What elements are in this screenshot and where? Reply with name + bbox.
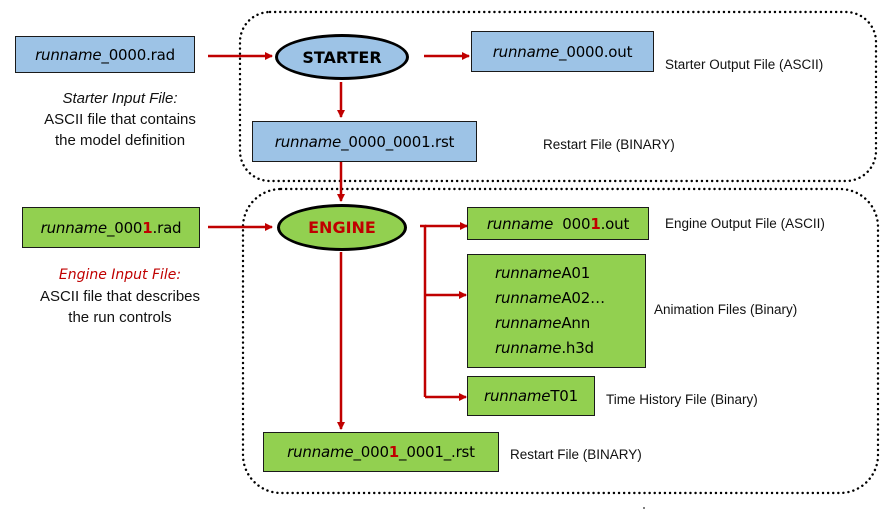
filename-base: runname <box>486 214 554 233</box>
starter-group-border <box>238 10 878 183</box>
filename-base: runname <box>35 45 102 64</box>
starter-process-node: STARTER <box>275 34 409 80</box>
engine-output-label: Engine Output File (ASCII) <box>665 216 825 231</box>
filename-base: runname <box>40 218 108 237</box>
filename-base: runname <box>492 42 560 61</box>
animation-file-item: runname.h3d <box>495 339 594 357</box>
filename-suffix-post: .rad <box>152 218 182 237</box>
filename-suffix-pre: 000 <box>553 214 591 233</box>
engine-input-title: Engine Input File: <box>58 267 182 283</box>
starter-input-description: Starter Input File: ASCII file that cont… <box>20 88 220 151</box>
starter-input-line2: the model definition <box>54 132 186 149</box>
filename-suffix-post: .out <box>600 214 630 233</box>
time-history-label: Time History File (Binary) <box>606 392 758 407</box>
engine-restart-label: Restart File (BINARY) <box>510 447 642 462</box>
starter-input-file: runname_0000.rad <box>15 36 195 73</box>
highlight-digit: 1 <box>388 443 400 461</box>
filename-base: runname <box>484 387 551 405</box>
engine-input-description: Engine Input File: ASCII file that descr… <box>20 265 220 328</box>
filename-suffix: _0000_0001.rst <box>341 132 455 151</box>
filename-suffix-post: _0001_.rst <box>399 443 475 461</box>
starter-output-label: Starter Output File (ASCII) <box>665 57 824 72</box>
filename-suffix: T01 <box>550 387 578 405</box>
animation-file-item: runnameA02… <box>495 289 605 307</box>
filename-base: runname <box>274 132 342 151</box>
engine-group-border <box>241 187 880 495</box>
starter-restart-file: runname_0000_0001.rst <box>252 121 477 162</box>
engine-process-node: ENGINE <box>277 204 407 251</box>
filename-suffix: _0000.rad <box>101 45 175 64</box>
animation-file-item: runnameAnn <box>495 314 591 332</box>
starter-process-label: STARTER <box>302 47 382 67</box>
highlight-digit: 1 <box>590 214 601 233</box>
animation-files-label: Animation Files (Binary) <box>654 302 798 317</box>
highlight-digit: 1 <box>142 218 153 237</box>
engine-input-line2: the run controls <box>68 309 172 326</box>
engine-process-label: ENGINE <box>308 218 376 237</box>
filename-suffix-pre: _000 <box>106 218 143 237</box>
starter-input-title: Starter Input File: <box>62 90 178 107</box>
animation-files: runnameA01 runnameA02… runnameAnn runnam… <box>467 254 646 368</box>
starter-input-line1: ASCII file that contains <box>44 111 196 128</box>
filename-base: runname <box>287 443 354 461</box>
filename-suffix-pre: _000 <box>353 443 389 461</box>
starter-output-file: runname_0000.out <box>471 31 654 72</box>
animation-file-item: runnameA01 <box>495 264 591 282</box>
starter-restart-label: Restart File (BINARY) <box>543 137 675 152</box>
engine-output-bus <box>420 224 427 397</box>
filename-suffix: _0000.out <box>559 42 633 61</box>
engine-input-line1: ASCII file that describes <box>39 288 201 305</box>
